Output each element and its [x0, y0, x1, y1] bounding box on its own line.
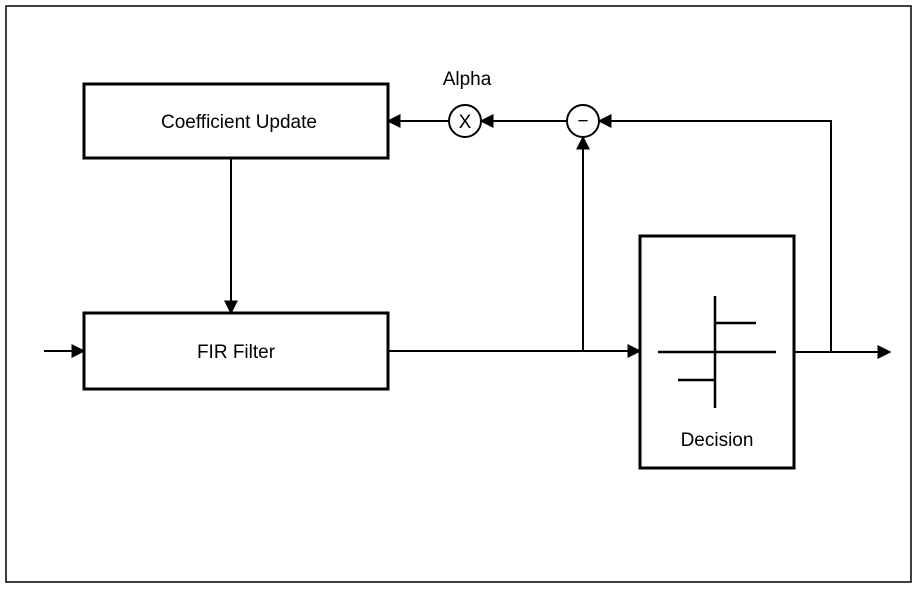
alpha-label: Alpha: [443, 69, 492, 90]
coefficient-update-label: Coefficient Update: [161, 112, 317, 133]
decision-label: Decision: [681, 430, 754, 451]
subtractor-node: −: [566, 104, 600, 138]
fir-filter-block: FIR Filter: [82, 311, 390, 391]
decision-step-icon: [658, 296, 776, 408]
outer-frame: [5, 5, 912, 583]
multiplier-node: X Alpha: [443, 69, 492, 138]
fir-filter-label: FIR Filter: [197, 342, 276, 363]
multiplier-symbol: X: [459, 112, 472, 133]
feedback-line: [597, 114, 832, 352]
decision-block: Decision: [638, 234, 796, 470]
coefficient-update-block: Coefficient Update: [82, 82, 390, 160]
subtractor-symbol: −: [577, 111, 588, 132]
